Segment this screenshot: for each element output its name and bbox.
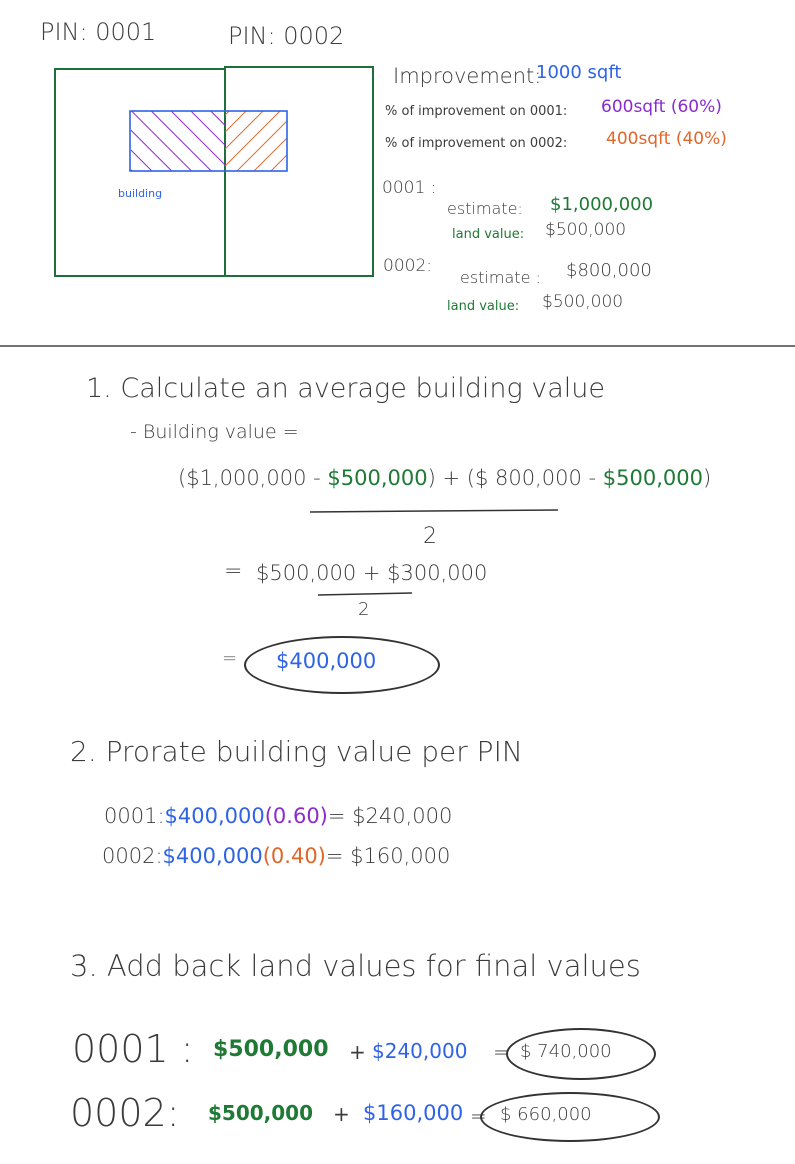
step3-heading: 3. Add back land values for final values [70, 949, 641, 983]
pin1-estimate-value: $1,000,000 [550, 194, 654, 215]
step3-r1-plus: + [349, 1040, 366, 1064]
num-mid: ) + ( [427, 466, 475, 490]
fraction-bar-2 [317, 592, 413, 596]
num-land-0002: $500,000 [602, 466, 703, 490]
step2-r2-pct: (0.40) [262, 844, 326, 868]
pin2-label: 0002: [383, 256, 432, 276]
pin1-label: 0001 : [382, 178, 437, 198]
step3-r2-total: $ 660,000 [500, 1104, 592, 1125]
step2-r1-pct: (0.60) [264, 804, 328, 828]
step1-line2-equals: = [224, 559, 243, 584]
step1-line2-expr: $500,000 + $300,000 [256, 561, 488, 585]
pct-0001-value: 600sqft (60%) [601, 97, 722, 117]
step2-heading: 2. Prorate building value per PIN [70, 735, 523, 768]
num-minus-2: - [581, 466, 603, 490]
improvement-value: 1000 sqft [536, 62, 622, 83]
step1-sub: - Building value = [130, 421, 299, 443]
num-land-0001: $500,000 [327, 466, 428, 490]
pin2-estimate-label: estimate : [460, 268, 541, 287]
building-outline [129, 110, 288, 172]
step2-r2-pin: 0002: [102, 844, 163, 868]
parcel-0001 [54, 68, 226, 277]
step2-r1-result: = $240,000 [327, 804, 453, 828]
building-0001-part [131, 111, 225, 171]
improvement-label: Improvement: [393, 64, 542, 88]
step2-r1-value: $400,000 [164, 804, 265, 828]
step1-result: $400,000 [276, 649, 377, 673]
num-estimate-0002: $ 800,000 [474, 466, 582, 490]
step3-r1-total-oval [506, 1028, 656, 1080]
step3-r1-land: $500,000 [213, 1037, 329, 1062]
step3-r1-total: $ 740,000 [520, 1041, 612, 1062]
step1-heading: 1. Calculate an average building value [86, 373, 605, 404]
pin2-estimate-value: $800,000 [566, 260, 652, 281]
num-minus-1: - [306, 466, 328, 490]
pin2-land-label: land value: [447, 299, 520, 314]
step1-numerator: ($1,000,000 - $500,000) + ($ 800,000 - $… [178, 468, 711, 489]
step1-denominator: 2 [423, 524, 437, 549]
step3-r2-plus: + [333, 1102, 350, 1126]
pct-0002-label: % of improvement on 0002: [385, 136, 568, 151]
pct-0001-label: % of improvement on 0001: [385, 104, 568, 119]
fraction-bar-1 [309, 509, 559, 513]
step1-result-equals: = [222, 648, 238, 669]
num-estimate-0001: $1,000,000 [186, 466, 307, 490]
step2-r2-result: = $160,000 [325, 844, 451, 868]
paren-open: ( [178, 466, 187, 490]
step3-r2-land: $500,000 [208, 1101, 314, 1125]
step3-r1-bldg: $240,000 [372, 1039, 468, 1063]
step2-row-0001: 0001:$400,000(0.60)= $240,000 [104, 806, 452, 827]
step2-row-0002: 0002:$400,000(0.40)= $160,000 [102, 846, 450, 867]
step1-result-oval [244, 636, 440, 694]
step2-r1-pin: 0001: [104, 804, 165, 828]
pct-0002-value: 400sqft (40%) [606, 129, 727, 149]
step3-r2-bldg: $160,000 [363, 1101, 464, 1125]
step3-r1-pin: 0001 : [72, 1027, 194, 1071]
paren-close: ) [702, 466, 712, 490]
pin-0001-label: PIN: 0001 [40, 18, 157, 46]
pin-0002-label: PIN: 0002 [228, 22, 345, 50]
pin1-land-value: $500,000 [545, 220, 627, 240]
building-0002-part [225, 111, 287, 171]
building-label: building [118, 187, 163, 200]
step3-r2-total-oval [480, 1092, 660, 1142]
pin1-estimate-label: estimate: [447, 199, 523, 218]
step1-line2-den: 2 [358, 599, 370, 620]
pin2-land-value: $500,000 [542, 292, 624, 312]
step3-r1-eq: = [493, 1040, 510, 1064]
step3-r2-pin: 0002: [70, 1091, 180, 1135]
step2-r2-value: $400,000 [162, 844, 263, 868]
pin1-land-label: land value: [452, 227, 525, 242]
